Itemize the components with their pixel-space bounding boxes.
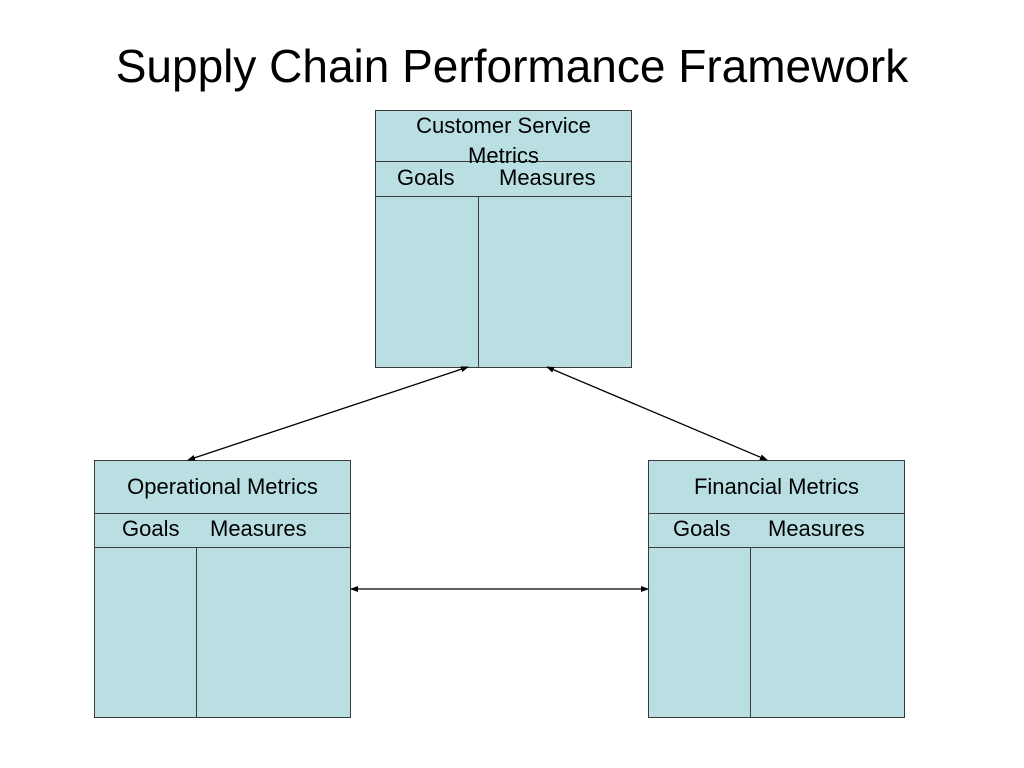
operational-goals-label: Goals [122,516,180,541]
financial-column-divider [750,548,751,717]
arrow-customer-operational [187,366,469,461]
slide-title: Supply Chain Performance Framework [115,40,909,92]
arrow-customer-financial [546,366,768,461]
operational-measures-label: Measures [210,516,307,541]
customer-service-goals-label: Goals [397,165,455,190]
operational-metrics-title: Operational Metrics [95,461,350,514]
customer-service-column-divider [478,197,479,367]
operational-column-divider [196,548,197,717]
operational-metrics-box: Operational Metrics Goals Measures [94,460,351,718]
financial-measures-label: Measures [768,516,865,541]
customer-service-metrics-box: Customer Service Metrics Goals Measures [375,110,632,368]
financial-metrics-title: Financial Metrics [649,461,904,514]
operational-column-headers: Goals Measures [95,513,350,548]
financial-goals-label: Goals [673,516,731,541]
financial-column-headers: Goals Measures [649,513,904,548]
customer-service-column-headers: Goals Measures [376,162,631,197]
customer-service-measures-label: Measures [499,165,596,190]
